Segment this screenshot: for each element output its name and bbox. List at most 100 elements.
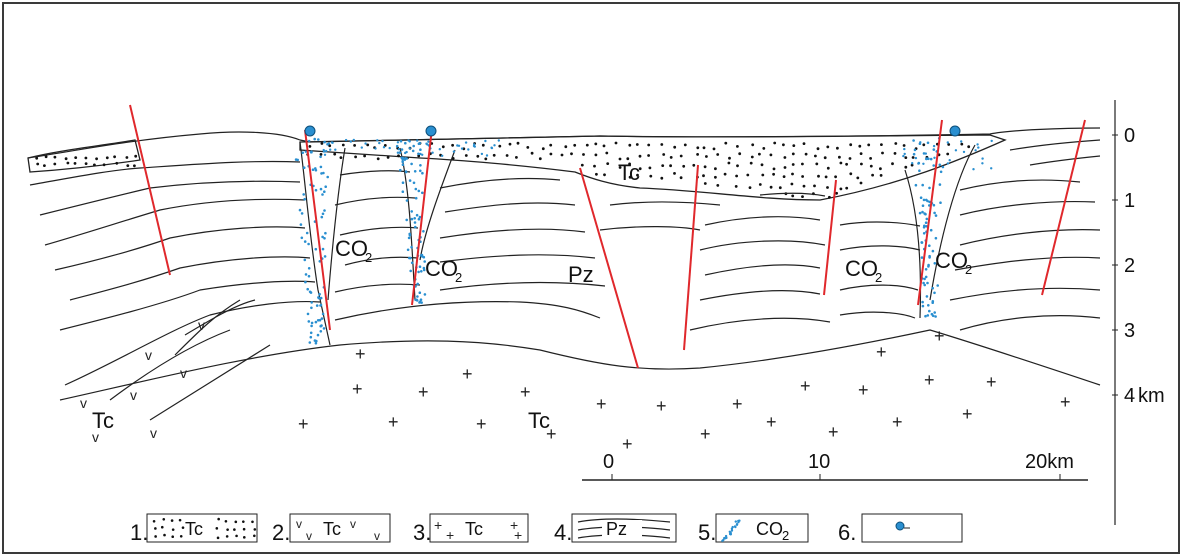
pz-strata <box>29 139 1101 421</box>
granite-plus-mark: + <box>962 404 973 424</box>
cover-dot <box>703 182 707 185</box>
co2-dot <box>413 170 417 173</box>
legend-sub-5: 2 <box>782 528 789 543</box>
cover-dot <box>824 175 828 179</box>
co2-dot <box>395 144 399 148</box>
co2-dot <box>314 341 318 345</box>
co2-dot <box>921 183 924 187</box>
cover-dot <box>648 166 652 170</box>
cover-dot <box>749 161 753 165</box>
co2-dot <box>438 148 441 151</box>
cover-dot <box>750 155 754 159</box>
cover-dot <box>43 164 46 168</box>
co2-dot <box>319 304 322 307</box>
cover-dot <box>628 162 631 166</box>
legend-plus-mark: + <box>446 527 454 543</box>
co2-dot <box>480 152 484 156</box>
co2-dot <box>923 224 926 228</box>
cover-dot <box>769 153 773 157</box>
cover-dot <box>714 175 717 179</box>
cover-dot <box>35 156 39 160</box>
cover-dot <box>594 142 598 146</box>
co2-dot <box>923 277 926 281</box>
cover-dot <box>728 156 731 160</box>
co2-dot <box>925 198 928 202</box>
co2-dot <box>419 164 422 167</box>
co2-dot <box>924 314 927 318</box>
co2-dot <box>934 315 937 318</box>
co2-dot <box>938 163 942 167</box>
legend-co2-dot <box>724 534 728 538</box>
cover-dot <box>760 163 764 167</box>
co2-dot <box>414 225 417 229</box>
co2-dot <box>324 185 328 188</box>
legend-dot <box>251 520 254 524</box>
cover-dot <box>573 143 577 147</box>
volcanic-v-mark: v <box>198 317 205 333</box>
fault-7 <box>917 119 943 306</box>
cover-dot <box>669 164 672 168</box>
legend-dot <box>171 535 175 538</box>
co2-dot <box>939 201 942 204</box>
cover-dot <box>679 154 683 158</box>
co2-dot <box>405 199 409 202</box>
co2-dot <box>308 341 312 344</box>
co2-dot <box>396 151 400 154</box>
co2-dot <box>316 333 320 337</box>
co2-dot <box>960 140 963 143</box>
cover-dot <box>339 156 343 160</box>
legend-dot <box>242 527 246 531</box>
co2-dot <box>323 237 326 240</box>
co2-dot <box>418 291 422 295</box>
co2-dot <box>324 231 327 235</box>
co2-dot <box>427 140 430 143</box>
cover-dot <box>113 155 116 159</box>
cover-dot <box>845 186 849 190</box>
co2-dot <box>404 170 408 173</box>
co2-dot <box>318 292 321 296</box>
co2-dot <box>321 235 324 239</box>
cover-dot <box>397 154 400 158</box>
co2-dot <box>309 331 313 335</box>
cover-dot <box>891 162 894 166</box>
co2-dot <box>922 232 926 235</box>
co2-dot <box>304 280 307 284</box>
granite-plus-marks: +++++++++++++++++++++++++ <box>298 326 1071 454</box>
co2-dot <box>323 255 327 258</box>
legend-box-2 <box>289 513 391 543</box>
co2-dot <box>399 168 402 172</box>
cover-dot <box>105 156 109 160</box>
cover-dot <box>736 145 739 148</box>
co2-dot <box>913 148 917 152</box>
cover-dot <box>823 156 827 160</box>
co2-dot <box>422 230 425 233</box>
cover-dot <box>682 164 686 168</box>
cover-dot <box>859 152 863 156</box>
cover-dot <box>703 165 707 169</box>
cover-dot <box>735 174 738 178</box>
co2-dot <box>420 253 424 257</box>
cover-dot <box>133 164 136 168</box>
legend-num-2: 2. <box>272 520 290 545</box>
svg-text:CO: CO <box>335 236 368 261</box>
cover-dot <box>860 162 863 166</box>
legend-co2-dot <box>730 529 734 532</box>
label-tc-granite: Tc <box>528 408 550 433</box>
co2-dot <box>919 141 922 144</box>
co2-dot <box>329 148 332 151</box>
co2-dot <box>914 183 918 187</box>
cover-dot <box>783 156 787 159</box>
legend-dot <box>234 520 238 524</box>
cover-dot <box>538 157 542 161</box>
co2-dot <box>418 300 422 304</box>
cover-dot <box>662 153 666 156</box>
cover-dot <box>826 145 830 149</box>
cover-dot <box>366 143 370 147</box>
legend-num-1: 1. <box>130 520 148 545</box>
co2-dot <box>381 139 384 143</box>
legend-dot <box>233 528 236 531</box>
cover-dot <box>904 156 908 160</box>
